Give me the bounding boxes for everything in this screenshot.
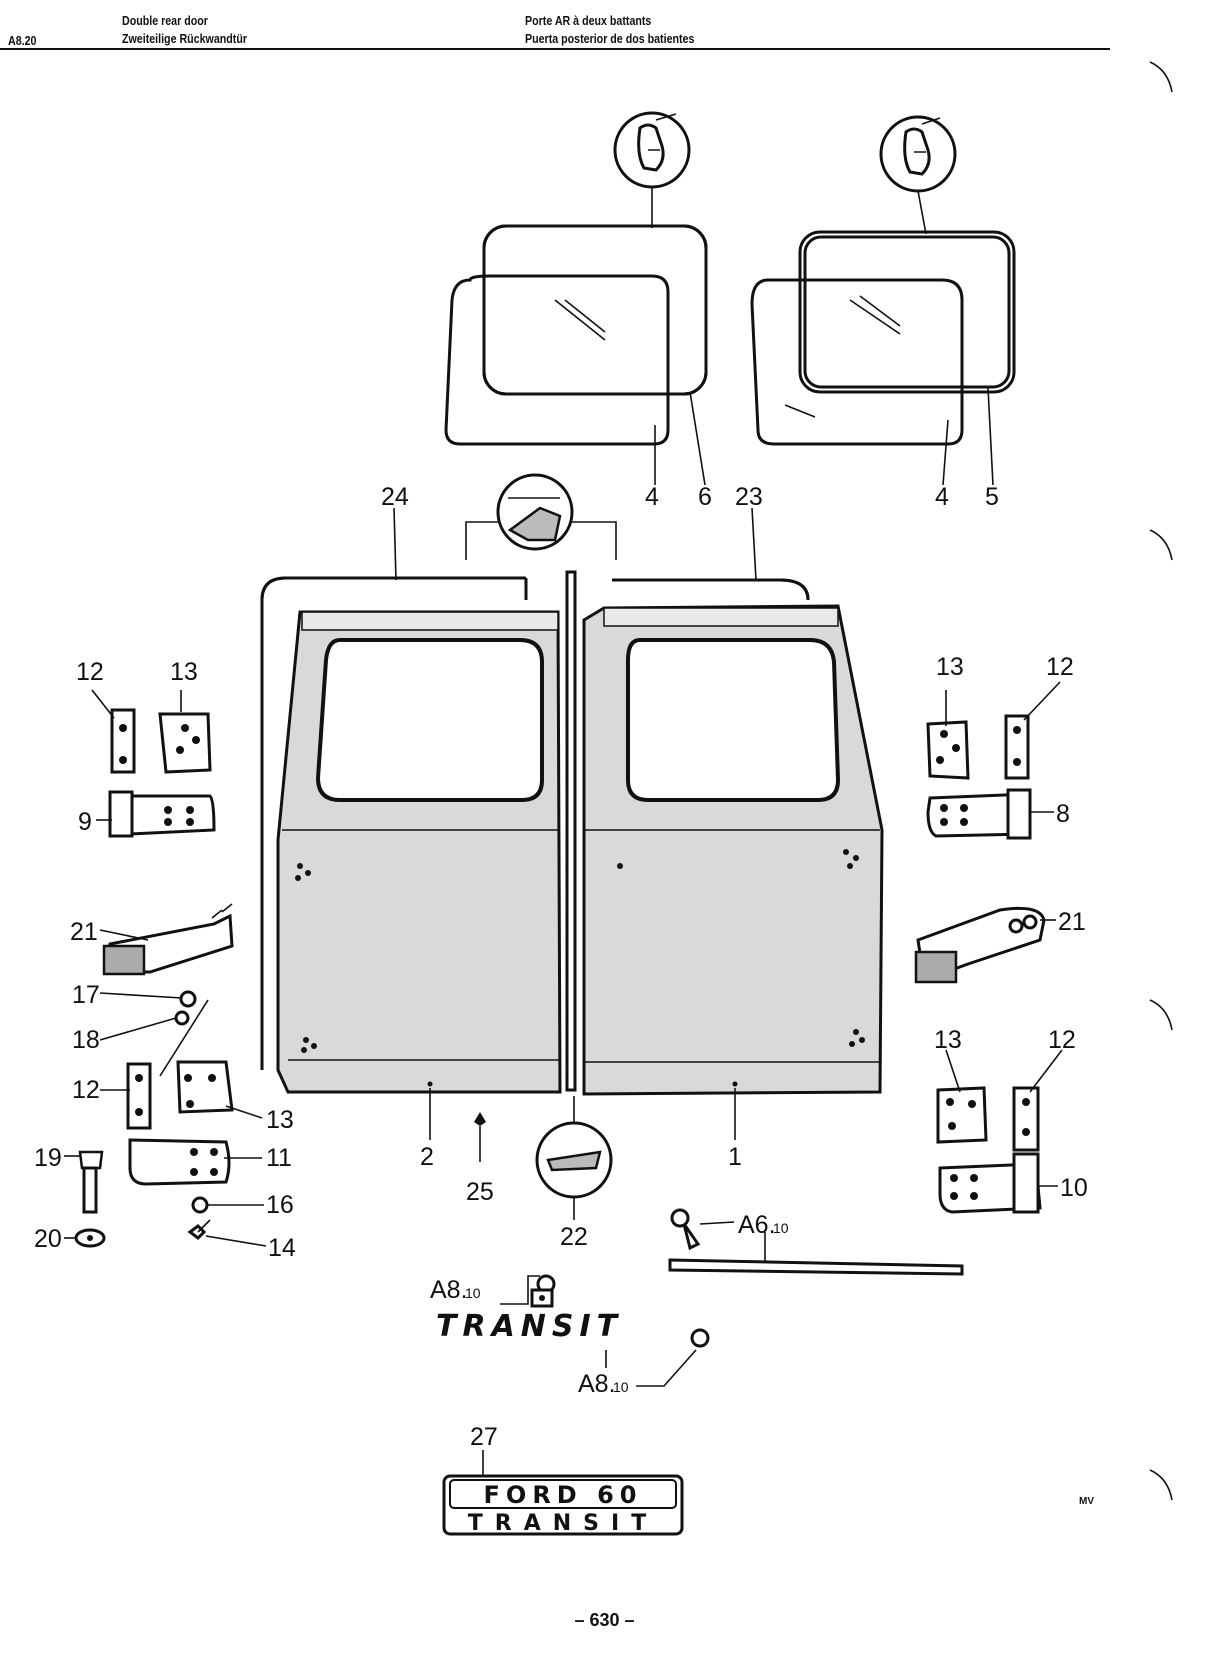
section-code: A8.20 (8, 33, 37, 48)
left-window-section-detail (613, 111, 691, 228)
callout-11: 11 (266, 1144, 292, 1172)
callout-a6-main: A6. (738, 1211, 776, 1239)
header-rule (0, 48, 1110, 50)
callout-22: 22 (560, 1223, 588, 1251)
callout-18: 18 (72, 1026, 100, 1054)
callout-9: 9 (78, 808, 92, 836)
callout-a6-sub: 10 (773, 1220, 789, 1236)
callout-2: 2 (420, 1143, 434, 1171)
callout-a8-main: A8. (430, 1276, 468, 1304)
callout-12: 12 (72, 1076, 100, 1104)
left-door (276, 610, 562, 1094)
emblem-retainer-clip (500, 1274, 556, 1308)
callout-5: 5 (985, 483, 999, 511)
door-seal-section-detail (496, 473, 574, 551)
callout-10: 10 (1060, 1174, 1088, 1202)
left-door-seal (260, 576, 528, 1070)
transit-emblem-text: TRANSIT (436, 1309, 623, 1344)
callout-27: 27 (470, 1423, 498, 1451)
callout-20: 20 (34, 1225, 62, 1253)
left-window-seal (482, 224, 708, 396)
right-upper-hinge-group (926, 714, 1032, 840)
left-window-glass (444, 274, 670, 446)
binder-marks (1149, 61, 1173, 1501)
callout-12: 12 (1048, 1026, 1076, 1054)
callout-13: 13 (170, 658, 198, 686)
callout-25: 25 (466, 1178, 494, 1206)
callout-16: 16 (266, 1191, 294, 1219)
page-number: – 630 – (574, 1610, 635, 1630)
callout-12: 12 (1046, 653, 1074, 681)
callout-21: 21 (1058, 908, 1086, 936)
callout-a8-sub: 10 (465, 1285, 481, 1301)
lower-seal-section-detail (535, 1096, 613, 1220)
title-french: Porte AR à deux battants (525, 13, 652, 28)
callout-a8-sub: 10 (613, 1379, 629, 1395)
callout-1: 1 (728, 1143, 742, 1171)
callout-13: 13 (266, 1106, 294, 1134)
callout-17: 17 (72, 981, 100, 1009)
clip-part-25 (474, 1112, 486, 1162)
left-lower-hinge-group (126, 1060, 234, 1186)
right-window-glass (750, 278, 964, 446)
center-seal-strip (565, 570, 577, 1092)
title-german: Zweiteilige Rückwandtür (122, 31, 247, 46)
right-lower-hinge-group (936, 1086, 1042, 1214)
callout-a8-main: A8. (578, 1370, 616, 1398)
left-upper-hinge-group (108, 708, 216, 838)
badge-line-2: TRANSIT (468, 1511, 658, 1536)
callout-4: 4 (645, 483, 659, 511)
right-window-section-detail (879, 115, 957, 235)
right-door-seal (612, 578, 810, 601)
callout-8: 8 (1056, 800, 1070, 828)
callout-24: 24 (381, 483, 409, 511)
callout-23: 23 (735, 483, 763, 511)
callout-13: 13 (934, 1026, 962, 1054)
trim-moulding-strip (668, 1232, 964, 1276)
callout-labels: 4 6 23 4 5 24 12 13 9 21 17 18 12 13 19 … (34, 483, 1088, 1451)
ford-transit-badge: FORD 60 TRANSIT (442, 1474, 684, 1536)
right-check-strap (914, 906, 1046, 984)
left-small-fasteners (74, 990, 211, 1248)
callout-4: 4 (935, 483, 949, 511)
callout-12: 12 (76, 658, 104, 686)
clip-part-a6 (670, 1208, 735, 1251)
artist-mark: MV (1079, 1496, 1094, 1507)
badge-line-1: FORD 60 (484, 1481, 643, 1509)
title-spanish: Puerta posterior de dos batientes (525, 31, 695, 46)
title-english: Double rear door (122, 13, 208, 28)
right-window-seal (798, 230, 1016, 394)
right-door (582, 604, 884, 1096)
callout-14: 14 (268, 1234, 296, 1262)
callout-13: 13 (936, 653, 964, 681)
transit-script-emblem: TRANSIT (436, 1309, 710, 1387)
callout-21: 21 (70, 918, 98, 946)
left-check-strap (102, 903, 234, 976)
callout-19: 19 (34, 1144, 62, 1172)
callout-6: 6 (698, 483, 712, 511)
